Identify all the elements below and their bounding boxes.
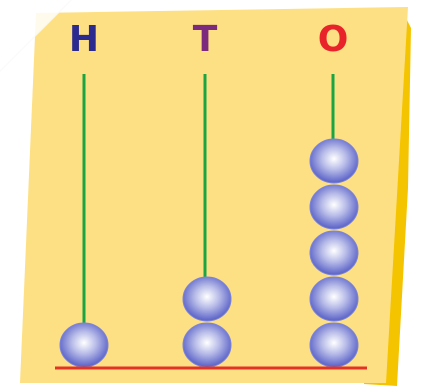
bead-tens-2 (182, 276, 232, 322)
abacus-card (20, 7, 408, 383)
bead-ones-5 (309, 138, 359, 184)
column-label-tens: T (192, 19, 218, 60)
column-label-hundreds: H (68, 19, 100, 60)
bead-tens-1 (182, 322, 232, 368)
column-label-ones: O (317, 19, 349, 60)
bead-hundreds-1 (59, 322, 109, 368)
beads-group (59, 138, 359, 368)
bead-ones-1 (309, 322, 359, 368)
bead-ones-3 (309, 230, 359, 276)
bead-ones-4 (309, 184, 359, 230)
bead-ones-2 (309, 276, 359, 322)
